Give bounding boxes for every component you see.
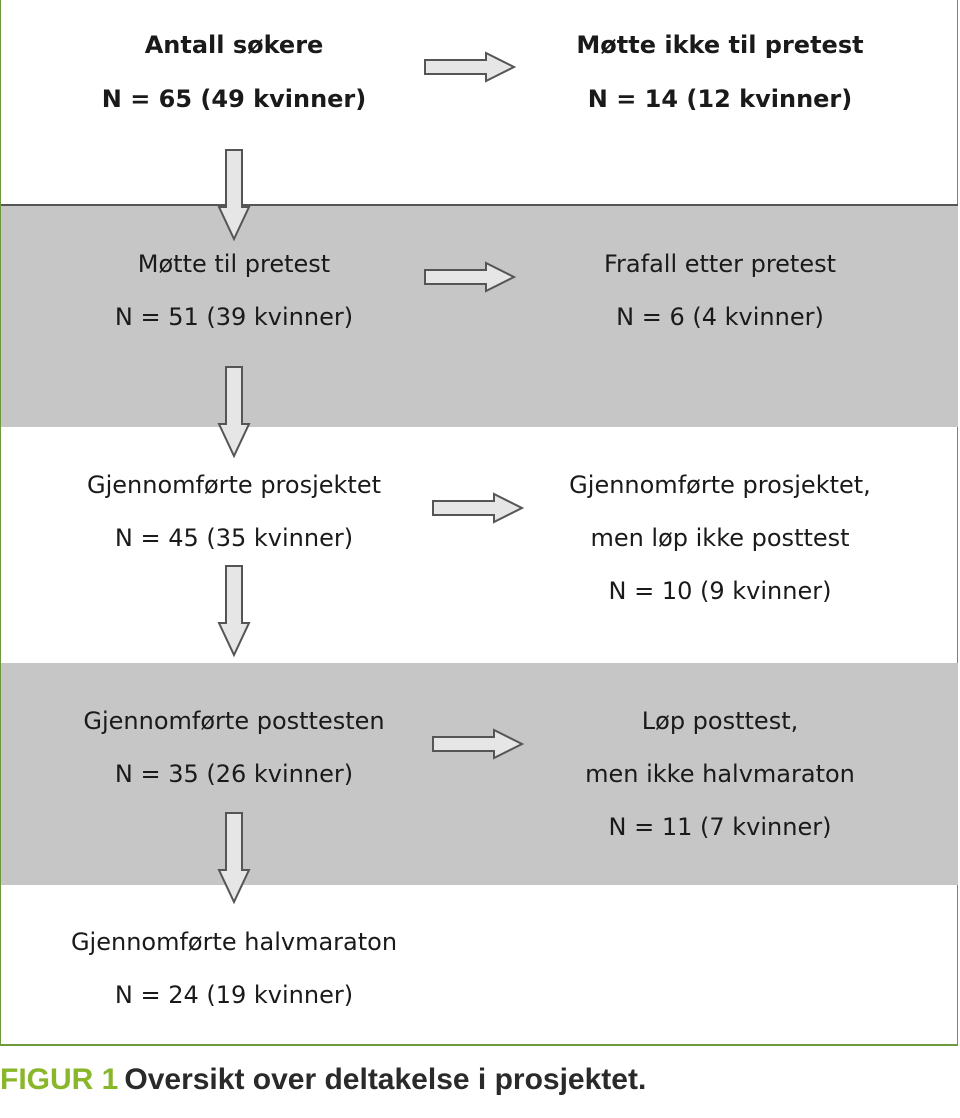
node-no-halfmarathon-subtitle: men ikke halvmaraton <box>585 760 855 788</box>
band-divider <box>1 204 958 206</box>
node-no-halfmarathon-title: Løp posttest, <box>641 707 799 735</box>
node-dropout-count: N = 6 (4 kvinner) <box>616 303 824 331</box>
right-arrow-icon <box>432 728 525 760</box>
node-halfmarathon-count: N = 24 (19 kvinner) <box>114 981 354 1009</box>
node-applicants-count: N = 65 (49 kvinner) <box>101 85 367 113</box>
node-no-show-title: Møtte ikke til pretest <box>576 31 864 59</box>
node-no-posttest-title: Gjennomførte prosjektet, <box>569 471 871 499</box>
node-no-posttest-count: N = 10 (9 kvinner) <box>608 577 832 605</box>
down-arrow-icon <box>217 149 251 242</box>
diagram-frame <box>0 0 958 1046</box>
node-no-posttest-subtitle: men løp ikke posttest <box>590 524 850 552</box>
down-arrow-icon <box>217 812 251 905</box>
node-posttest-count: N = 35 (26 kvinner) <box>114 760 354 788</box>
band-posttest <box>1 663 958 885</box>
node-pretest-count: N = 51 (39 kvinner) <box>114 303 354 331</box>
node-no-show-count: N = 14 (12 kvinner) <box>587 85 853 113</box>
figure-caption-text: Oversikt over deltakelse i prosjektet. <box>124 1063 647 1096</box>
node-no-halfmarathon-count: N = 11 (7 kvinner) <box>608 813 832 841</box>
figure-label: FIGUR 1 <box>0 1063 119 1096</box>
down-arrow-icon <box>217 565 251 658</box>
node-dropout-title: Frafall etter pretest <box>603 250 837 278</box>
down-arrow-icon <box>217 366 251 459</box>
node-completed-project-count: N = 45 (35 kvinner) <box>114 524 354 552</box>
node-posttest-title: Gjennomførte posttesten <box>83 707 385 735</box>
band-pretest <box>1 205 958 427</box>
node-applicants-title: Antall søkere <box>144 31 324 59</box>
right-arrow-icon <box>424 51 517 83</box>
right-arrow-icon <box>424 261 517 293</box>
node-completed-project-title: Gjennomførte prosjektet <box>87 471 381 499</box>
right-arrow-icon <box>432 492 525 524</box>
node-halfmarathon-title: Gjennomførte halvmaraton <box>70 928 398 956</box>
node-pretest-title: Møtte til pretest <box>137 250 331 278</box>
